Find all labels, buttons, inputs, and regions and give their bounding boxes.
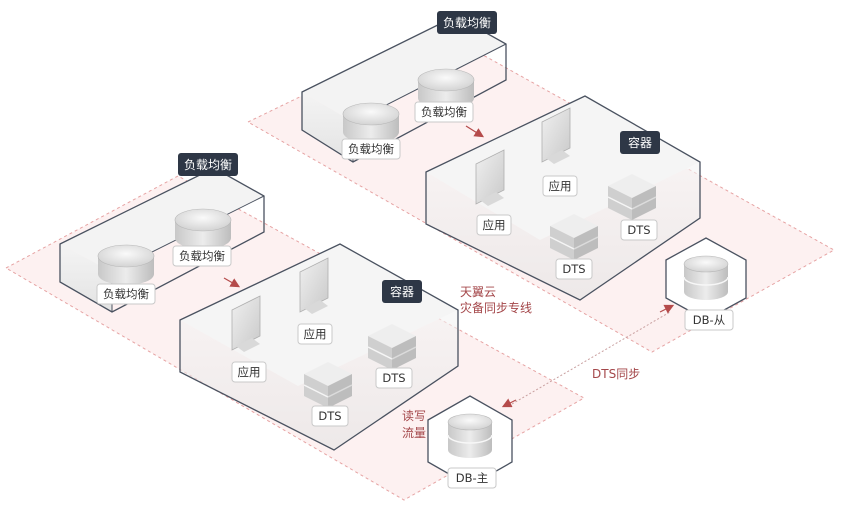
private-line-label-2: 灾备同步专线 <box>460 300 532 315</box>
node-label: 应用 <box>476 214 512 236</box>
node-label: DTS <box>375 367 413 389</box>
node-label: 负载均衡 <box>96 283 156 305</box>
node-label: 负载均衡 <box>172 245 232 267</box>
dts-sync-line <box>511 311 671 405</box>
svg-text:DTS: DTS <box>627 223 650 237</box>
load-balancer-cylinder-icon <box>342 102 400 143</box>
monitor-icon <box>541 107 571 164</box>
svg-text:负载均衡: 负载均衡 <box>103 287 149 301</box>
svg-text:DTS: DTS <box>562 262 585 276</box>
load-balancer-cylinder-icon <box>174 208 232 249</box>
node-label: 应用 <box>542 175 578 197</box>
db-primary-label: DB-主 <box>447 467 497 489</box>
svg-text:负载均衡: 负载均衡 <box>348 142 394 156</box>
dts-sync-arrow-up <box>659 304 675 314</box>
primary-container-title: 容器 <box>390 284 414 299</box>
backup-container-title-badge: 容器 <box>620 131 660 154</box>
svg-text:负载均衡: 负载均衡 <box>179 249 225 263</box>
primary-lb-title-badge: 负载均衡 <box>178 153 238 176</box>
backup-lb-title: 负载均衡 <box>443 16 491 30</box>
dts-sync-label: DTS同步 <box>592 367 640 381</box>
svg-text:DB-主: DB-主 <box>456 471 488 485</box>
svg-text:应用: 应用 <box>483 218 506 232</box>
node-label: DTS <box>555 258 593 280</box>
node-label: DTS <box>311 405 349 427</box>
monitor-icon <box>231 295 261 352</box>
rw-traffic-label-1: 读写 <box>402 409 426 423</box>
svg-text:DB-从: DB-从 <box>693 313 726 327</box>
primary-lb-title: 负载均衡 <box>184 158 232 172</box>
backup-lb-to-container-arrow <box>465 125 485 138</box>
backup-lb-title-badge: 负载均衡 <box>437 11 497 34</box>
server-stack-icon <box>303 362 353 408</box>
svg-text:应用: 应用 <box>304 327 327 341</box>
svg-text:负载均衡: 负载均衡 <box>421 105 467 119</box>
monitor-icon <box>475 149 505 206</box>
private-line-label-1: 天翼云 <box>460 285 496 299</box>
rw-traffic-label-2: 流量 <box>402 426 426 440</box>
monitor-icon <box>299 257 329 314</box>
database-icon <box>683 255 729 300</box>
svg-text:应用: 应用 <box>549 179 572 193</box>
svg-text:DTS: DTS <box>382 371 405 385</box>
server-stack-icon <box>607 174 657 220</box>
primary-container-title-badge: 容器 <box>382 280 422 303</box>
node-label: 负载均衡 <box>414 101 474 123</box>
svg-text:应用: 应用 <box>238 365 261 379</box>
backup-container-title: 容器 <box>628 135 652 150</box>
database-icon <box>447 413 493 458</box>
svg-text:DTS: DTS <box>318 409 341 423</box>
node-label: 负载均衡 <box>341 138 401 160</box>
server-stack-icon <box>549 214 599 260</box>
node-label: 应用 <box>231 361 267 383</box>
db-replica-label: DB-从 <box>684 309 734 331</box>
server-stack-icon <box>367 324 417 370</box>
dts-sync-arrow-down <box>501 398 517 408</box>
load-balancer-cylinder-icon <box>97 244 155 285</box>
node-label: 应用 <box>297 323 333 345</box>
node-label: DTS <box>620 219 658 241</box>
primary-lb-to-container-arrow <box>223 277 241 288</box>
